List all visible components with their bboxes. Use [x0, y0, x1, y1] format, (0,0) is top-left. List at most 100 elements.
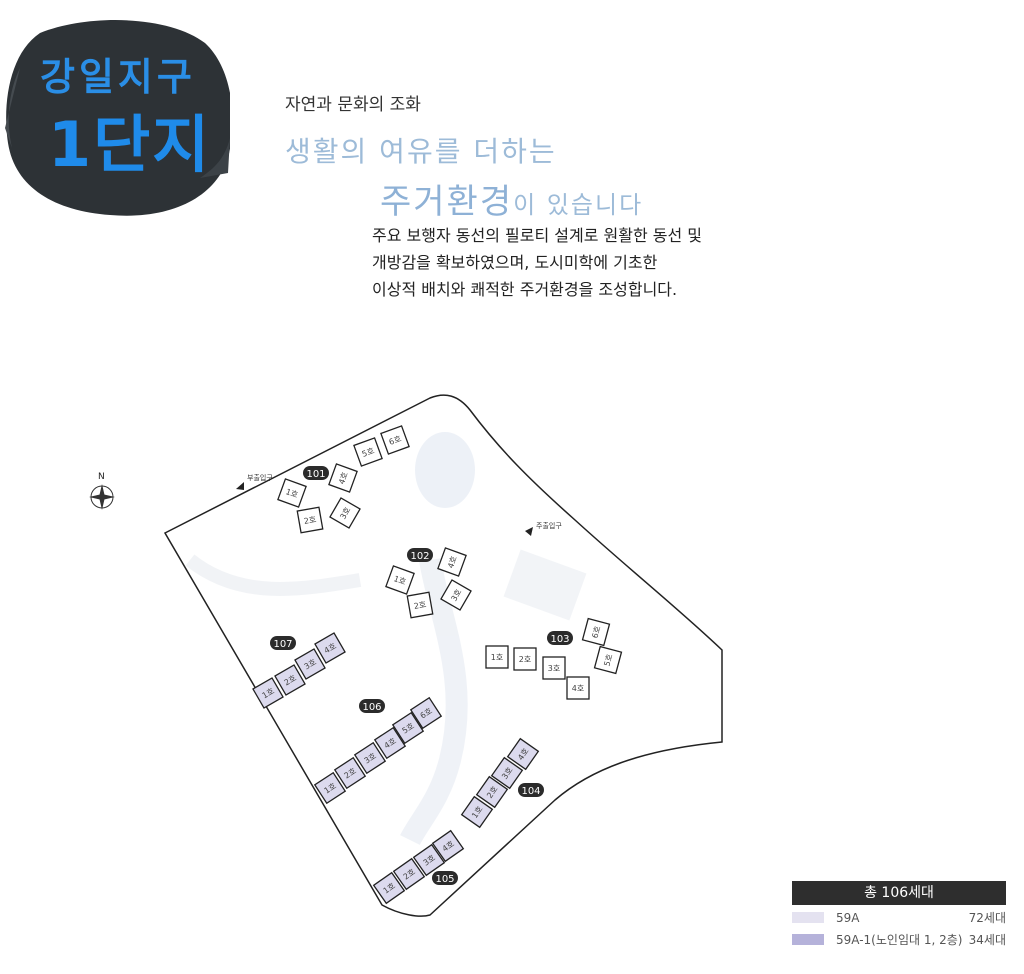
unit-101-5: 5호 — [353, 437, 383, 467]
unit-footprint — [252, 677, 284, 709]
unit-label: 5호 — [361, 446, 376, 459]
unit-102-2: 2호 — [406, 591, 434, 619]
unit-104-1: 1호 — [460, 795, 494, 829]
unit-footprint — [353, 741, 387, 775]
unit-101-2: 2호 — [296, 506, 324, 534]
unit-footprint — [437, 547, 467, 577]
building-number-badge: 102 — [407, 548, 433, 562]
building-number: 103 — [550, 634, 569, 645]
description-line: 주요 보행자 동선의 필로티 설계로 원활한 동선 및 — [372, 226, 703, 245]
ink-brush-background — [5, 20, 230, 216]
legend-count: 34세대 — [968, 933, 1006, 947]
unit-103-4: 4호 — [566, 676, 590, 700]
unit-label: 4호 — [337, 471, 350, 486]
building-number-badge: 104 — [518, 783, 544, 797]
unit-102-4: 4호 — [437, 547, 467, 577]
unit-103-1: 1호 — [485, 645, 509, 669]
building-number: 107 — [273, 639, 292, 650]
unit-footprint — [542, 656, 566, 680]
unit-footprint — [328, 463, 358, 493]
unit-104-4: 4호 — [506, 737, 540, 771]
unit-footprint — [490, 756, 524, 790]
legend-item-59a-1: 59A-1(노인임대 1, 2층) 34세대 — [792, 930, 1006, 949]
unit-footprint — [513, 647, 537, 671]
headline-rest: 이 있습니다 — [513, 191, 644, 219]
unit-footprint — [313, 771, 347, 805]
legend-total: 총 106세대 — [792, 881, 1006, 905]
unit-101-1: 1호 — [277, 478, 307, 508]
entrance-arrow-icon — [236, 482, 244, 490]
unit-footprint — [296, 506, 324, 534]
description-line: 개방감을 확보하였으며, 도시미학에 기초한 — [372, 253, 658, 272]
unit-footprint — [385, 565, 415, 595]
legend-label: 59A-1(노인임대 1, 2층) — [836, 933, 963, 947]
unit-footprint — [412, 843, 446, 877]
unit-107-1: 1호 — [252, 677, 284, 709]
unit-102-3: 3호 — [440, 579, 472, 611]
building-number-badge: 103 — [547, 631, 573, 645]
building-number: 106 — [362, 702, 381, 713]
unit-101-4: 4호 — [328, 463, 358, 493]
description-line: 이상적 배치와 쾌적한 주거환경을 조성합니다. — [372, 280, 678, 299]
compass-north-label: N — [98, 472, 105, 482]
unit-104-2: 2호 — [475, 775, 509, 809]
unit-label: 4호 — [446, 555, 459, 570]
legend-swatch — [792, 934, 824, 945]
unit-footprint — [329, 497, 361, 529]
unit-footprint — [277, 478, 307, 508]
unit-label: 6호 — [591, 625, 603, 639]
unit-footprint — [274, 664, 306, 696]
unit-101-6: 6호 — [380, 425, 410, 455]
unit-105-3: 3호 — [412, 843, 446, 877]
unit-107-4: 4호 — [314, 632, 346, 664]
unit-footprint — [581, 617, 611, 647]
complex-logo: 강일지구 1단지 — [0, 8, 230, 216]
building-number-badge: 107 — [270, 636, 296, 650]
unit-103-3: 3호 — [542, 656, 566, 680]
main-entrance-label: 주출입구 — [536, 521, 562, 530]
building-number: 105 — [435, 874, 454, 885]
unit-footprint — [409, 696, 443, 730]
unit-106-3: 3호 — [353, 741, 387, 775]
building-number: 102 — [410, 551, 429, 562]
unit-107-2: 2호 — [274, 664, 306, 696]
building-number-badge: 101 — [303, 466, 329, 480]
description: 주요 보행자 동선의 필로티 설계로 원활한 동선 및 개방감을 확보하였으며,… — [372, 222, 702, 303]
unit-footprint — [593, 645, 623, 675]
unit-106-2: 2호 — [333, 756, 367, 790]
complex-number: 1단지 — [48, 108, 212, 181]
unit-105-2: 2호 — [392, 857, 426, 891]
building-number: 104 — [521, 786, 540, 797]
entrance-arrow-icon — [525, 527, 533, 536]
unit-106-4: 4호 — [373, 726, 407, 760]
building-101: 1호 2호 3호 4호 5호 6호 101 — [277, 425, 410, 534]
unit-footprint — [380, 425, 410, 455]
unit-103-6: 6호 — [581, 617, 611, 647]
unit-label: 2호 — [303, 515, 317, 526]
unit-106-6: 6호 — [409, 696, 443, 730]
unit-footprint — [406, 591, 434, 619]
unit-label: 1호 — [491, 653, 503, 662]
unit-footprint — [391, 711, 425, 745]
unit-footprint — [333, 756, 367, 790]
unit-footprint — [485, 645, 509, 669]
unit-footprint — [431, 829, 465, 863]
legend-label: 59A — [836, 910, 860, 925]
unit-footprint — [475, 775, 509, 809]
headline: 생활의 여유를 더하는 — [285, 135, 557, 168]
unit-105-4: 4호 — [431, 829, 465, 863]
main-entrance: 주출입구 — [525, 521, 562, 536]
compass: N — [89, 472, 115, 510]
unit-104-3: 3호 — [490, 756, 524, 790]
unit-label: 1호 — [392, 574, 407, 587]
unit-label: 6호 — [388, 434, 403, 447]
unit-label: 3호 — [548, 664, 560, 673]
unit-101-3: 3호 — [329, 497, 361, 529]
subtitle: 자연과 문화의 조화 — [285, 95, 421, 115]
unit-label: 5호 — [603, 653, 615, 667]
unit-106-1: 1호 — [313, 771, 347, 805]
